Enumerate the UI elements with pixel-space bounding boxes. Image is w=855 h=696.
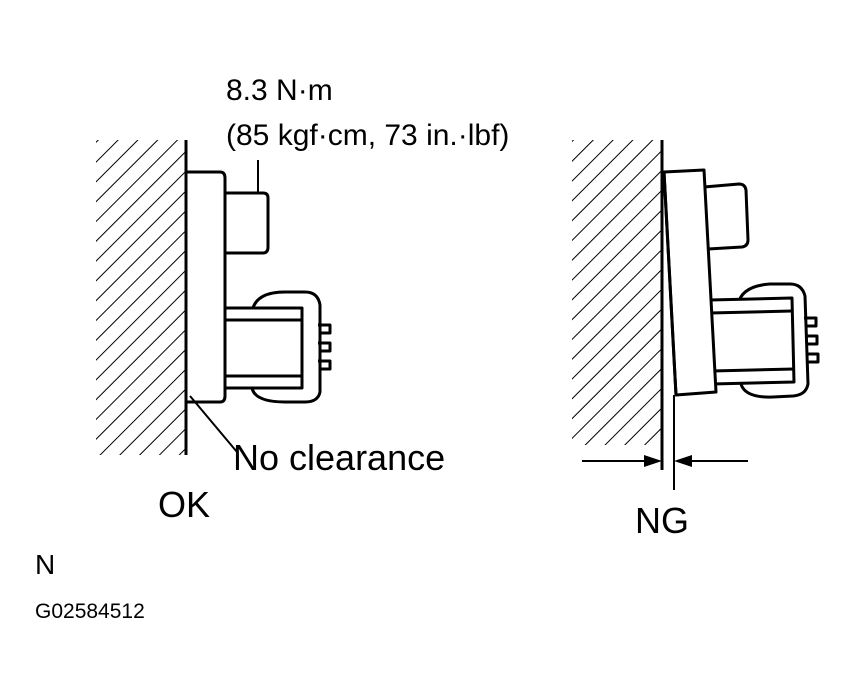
ng-sensor-upper-block xyxy=(702,182,750,251)
ng-installation xyxy=(572,140,820,490)
right-wall-hatch xyxy=(572,140,662,445)
ok-sensor xyxy=(184,170,332,404)
ok-flange xyxy=(184,170,227,404)
ng-terminals xyxy=(804,316,820,364)
left-wall-hatch xyxy=(96,140,186,455)
torque-value-label: 8.3 N·m xyxy=(226,74,333,107)
no-clearance-label: No clearance xyxy=(233,437,446,478)
ng-label: NG xyxy=(635,500,689,541)
ok-sensor-upper-block xyxy=(220,191,270,255)
clearance-arrowhead-left xyxy=(644,455,662,467)
ok-installation xyxy=(96,140,332,455)
ok-label: OK xyxy=(158,484,211,525)
figure-code: G02584512 xyxy=(35,600,145,623)
ok-terminals xyxy=(318,323,332,371)
no-clearance-leader xyxy=(189,395,238,453)
clearance-arrowhead-right xyxy=(674,455,692,467)
torque-alt-units-label: (85 kgf·cm, 73 in.·lbf) xyxy=(226,119,510,152)
note-letter: N xyxy=(35,549,56,580)
ng-sensor xyxy=(662,168,820,399)
